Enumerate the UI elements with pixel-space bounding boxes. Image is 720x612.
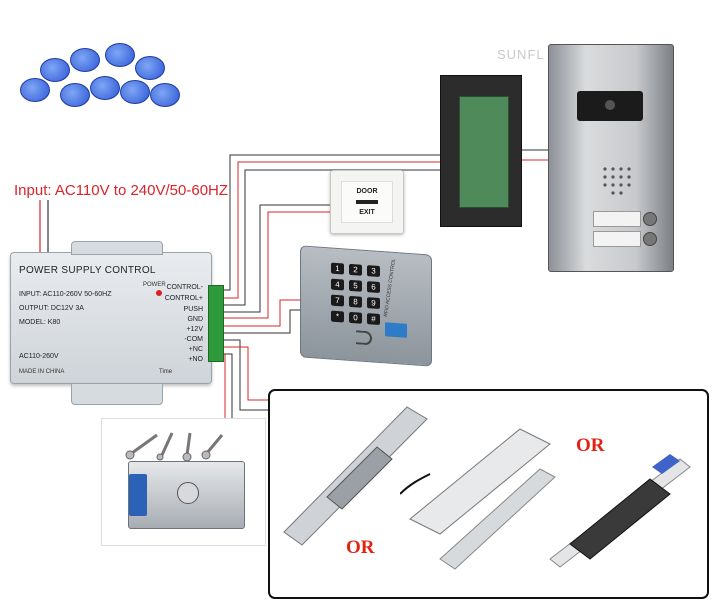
exit-text-door: DOOR: [356, 188, 378, 195]
alternative-locks-box: OR OR: [268, 389, 709, 599]
rfid-card-icon: [40, 58, 70, 82]
wire-control-minus: [222, 154, 450, 291]
keypad-badge: [385, 322, 407, 338]
keypad-brand: RFID ACCESS CONTROL: [383, 258, 398, 318]
wire-12v-b: [222, 309, 300, 334]
power-supply-unit: POWER SUPPLY CONTROL INPUT: AC110-260V 5…: [10, 241, 212, 405]
exit-button-face: DOOR EXIT: [341, 181, 393, 223]
keypad-key-9: 9: [367, 297, 380, 309]
terminal-block: [208, 285, 224, 362]
psu-ac-label: AC110-260V: [19, 353, 59, 360]
name-plate-2: [593, 231, 641, 247]
psu-title: POWER SUPPLY CONTROL: [19, 265, 156, 276]
keypad-key-3: 3: [367, 265, 380, 277]
key-icon: [356, 200, 378, 204]
terminal-label-no: +NO: [188, 356, 203, 363]
rfid-card-icon: [120, 80, 150, 104]
electric-strike-icon: [283, 406, 428, 546]
wire-gnd: [222, 211, 330, 319]
keypad-key-hash: #: [367, 313, 380, 325]
bolt-lock-icon: [549, 454, 691, 568]
keypad-key-6: 6: [367, 281, 380, 293]
terminal-label-control-minus: CONTROL-: [166, 284, 203, 291]
rfid-card-icon: [20, 78, 50, 102]
rfid-wave-icon: [356, 330, 372, 346]
keypad-key-4: 4: [331, 278, 344, 291]
terminal-label-12v: +12V: [186, 326, 203, 333]
rfid-card-icon: [70, 48, 100, 72]
wire-control-plus: [222, 161, 450, 299]
keypad-key-8: 8: [349, 295, 362, 308]
psu-made-in: MADE IN CHINA: [19, 369, 65, 375]
circuit-board: [459, 96, 509, 208]
psu-model-line: MODEL: K80: [19, 319, 61, 326]
call-button-1-icon: [643, 212, 657, 226]
keys-icon: [125, 432, 224, 461]
psu-mount-ear: [71, 383, 163, 405]
terminal-label-com: -COM: [184, 336, 203, 343]
exit-text-exit: EXIT: [359, 209, 375, 216]
keypad-key-1: 1: [331, 262, 344, 275]
magnetic-lock-icon: [400, 428, 556, 570]
keypad-key-0: 0: [349, 311, 362, 324]
psu-mount-ear: [71, 241, 163, 255]
terminal-label-control-plus: CONTROL+: [164, 295, 203, 302]
or-label-1: OR: [346, 537, 375, 558]
wire-nc: [222, 346, 275, 401]
rfid-card-icon: [60, 83, 90, 107]
watermark: SUNFL: [497, 47, 545, 62]
keypad-key-star: *: [331, 310, 344, 323]
rfid-card-icon: [135, 56, 165, 80]
lock-cylinder-icon: [177, 482, 199, 504]
wire-no: [222, 353, 233, 418]
call-button-2-icon: [643, 232, 657, 246]
video-intercom-panel: [548, 44, 674, 272]
wire-push: [222, 204, 330, 313]
or-label-2: OR: [576, 435, 605, 456]
terminal-label-push: PUSH: [183, 306, 203, 313]
psu-power-label: POWER: [143, 282, 166, 288]
psu-output-line: OUTPUT: DC12V 3A: [19, 305, 84, 312]
rfid-keypad: 1 2 3 4 5 6 7 8 9 * 0 # RFID ACCESS CONT…: [300, 245, 432, 367]
camera-icon: [577, 91, 643, 121]
rfid-card-icon: [90, 76, 120, 100]
control-board-box: [440, 75, 522, 227]
rfid-cards: [10, 38, 180, 118]
speaker-grill-icon: [603, 167, 631, 195]
wire-12v: [222, 299, 300, 327]
power-led-icon: [156, 290, 162, 296]
psu-time-label: Time: [159, 369, 173, 375]
input-label: Input: AC110V to 240V/50-60HZ: [14, 182, 229, 199]
lock-blue-plate: [129, 474, 147, 516]
terminal-label-nc: +NC: [188, 346, 203, 353]
electric-lock-box: [101, 418, 266, 546]
door-exit-button: DOOR EXIT: [330, 170, 404, 234]
rfid-card-icon: [150, 83, 180, 107]
keypad-key-7: 7: [331, 294, 344, 307]
name-plate-1: [593, 211, 641, 227]
psu-input-line: INPUT: AC110-260V 50-60HZ: [19, 291, 112, 298]
keypad-key-2: 2: [349, 263, 362, 276]
lock-body: [128, 461, 245, 529]
keypad-key-5: 5: [349, 279, 362, 292]
terminal-label-gnd: GND: [187, 316, 203, 323]
rfid-card-icon: [105, 43, 135, 67]
